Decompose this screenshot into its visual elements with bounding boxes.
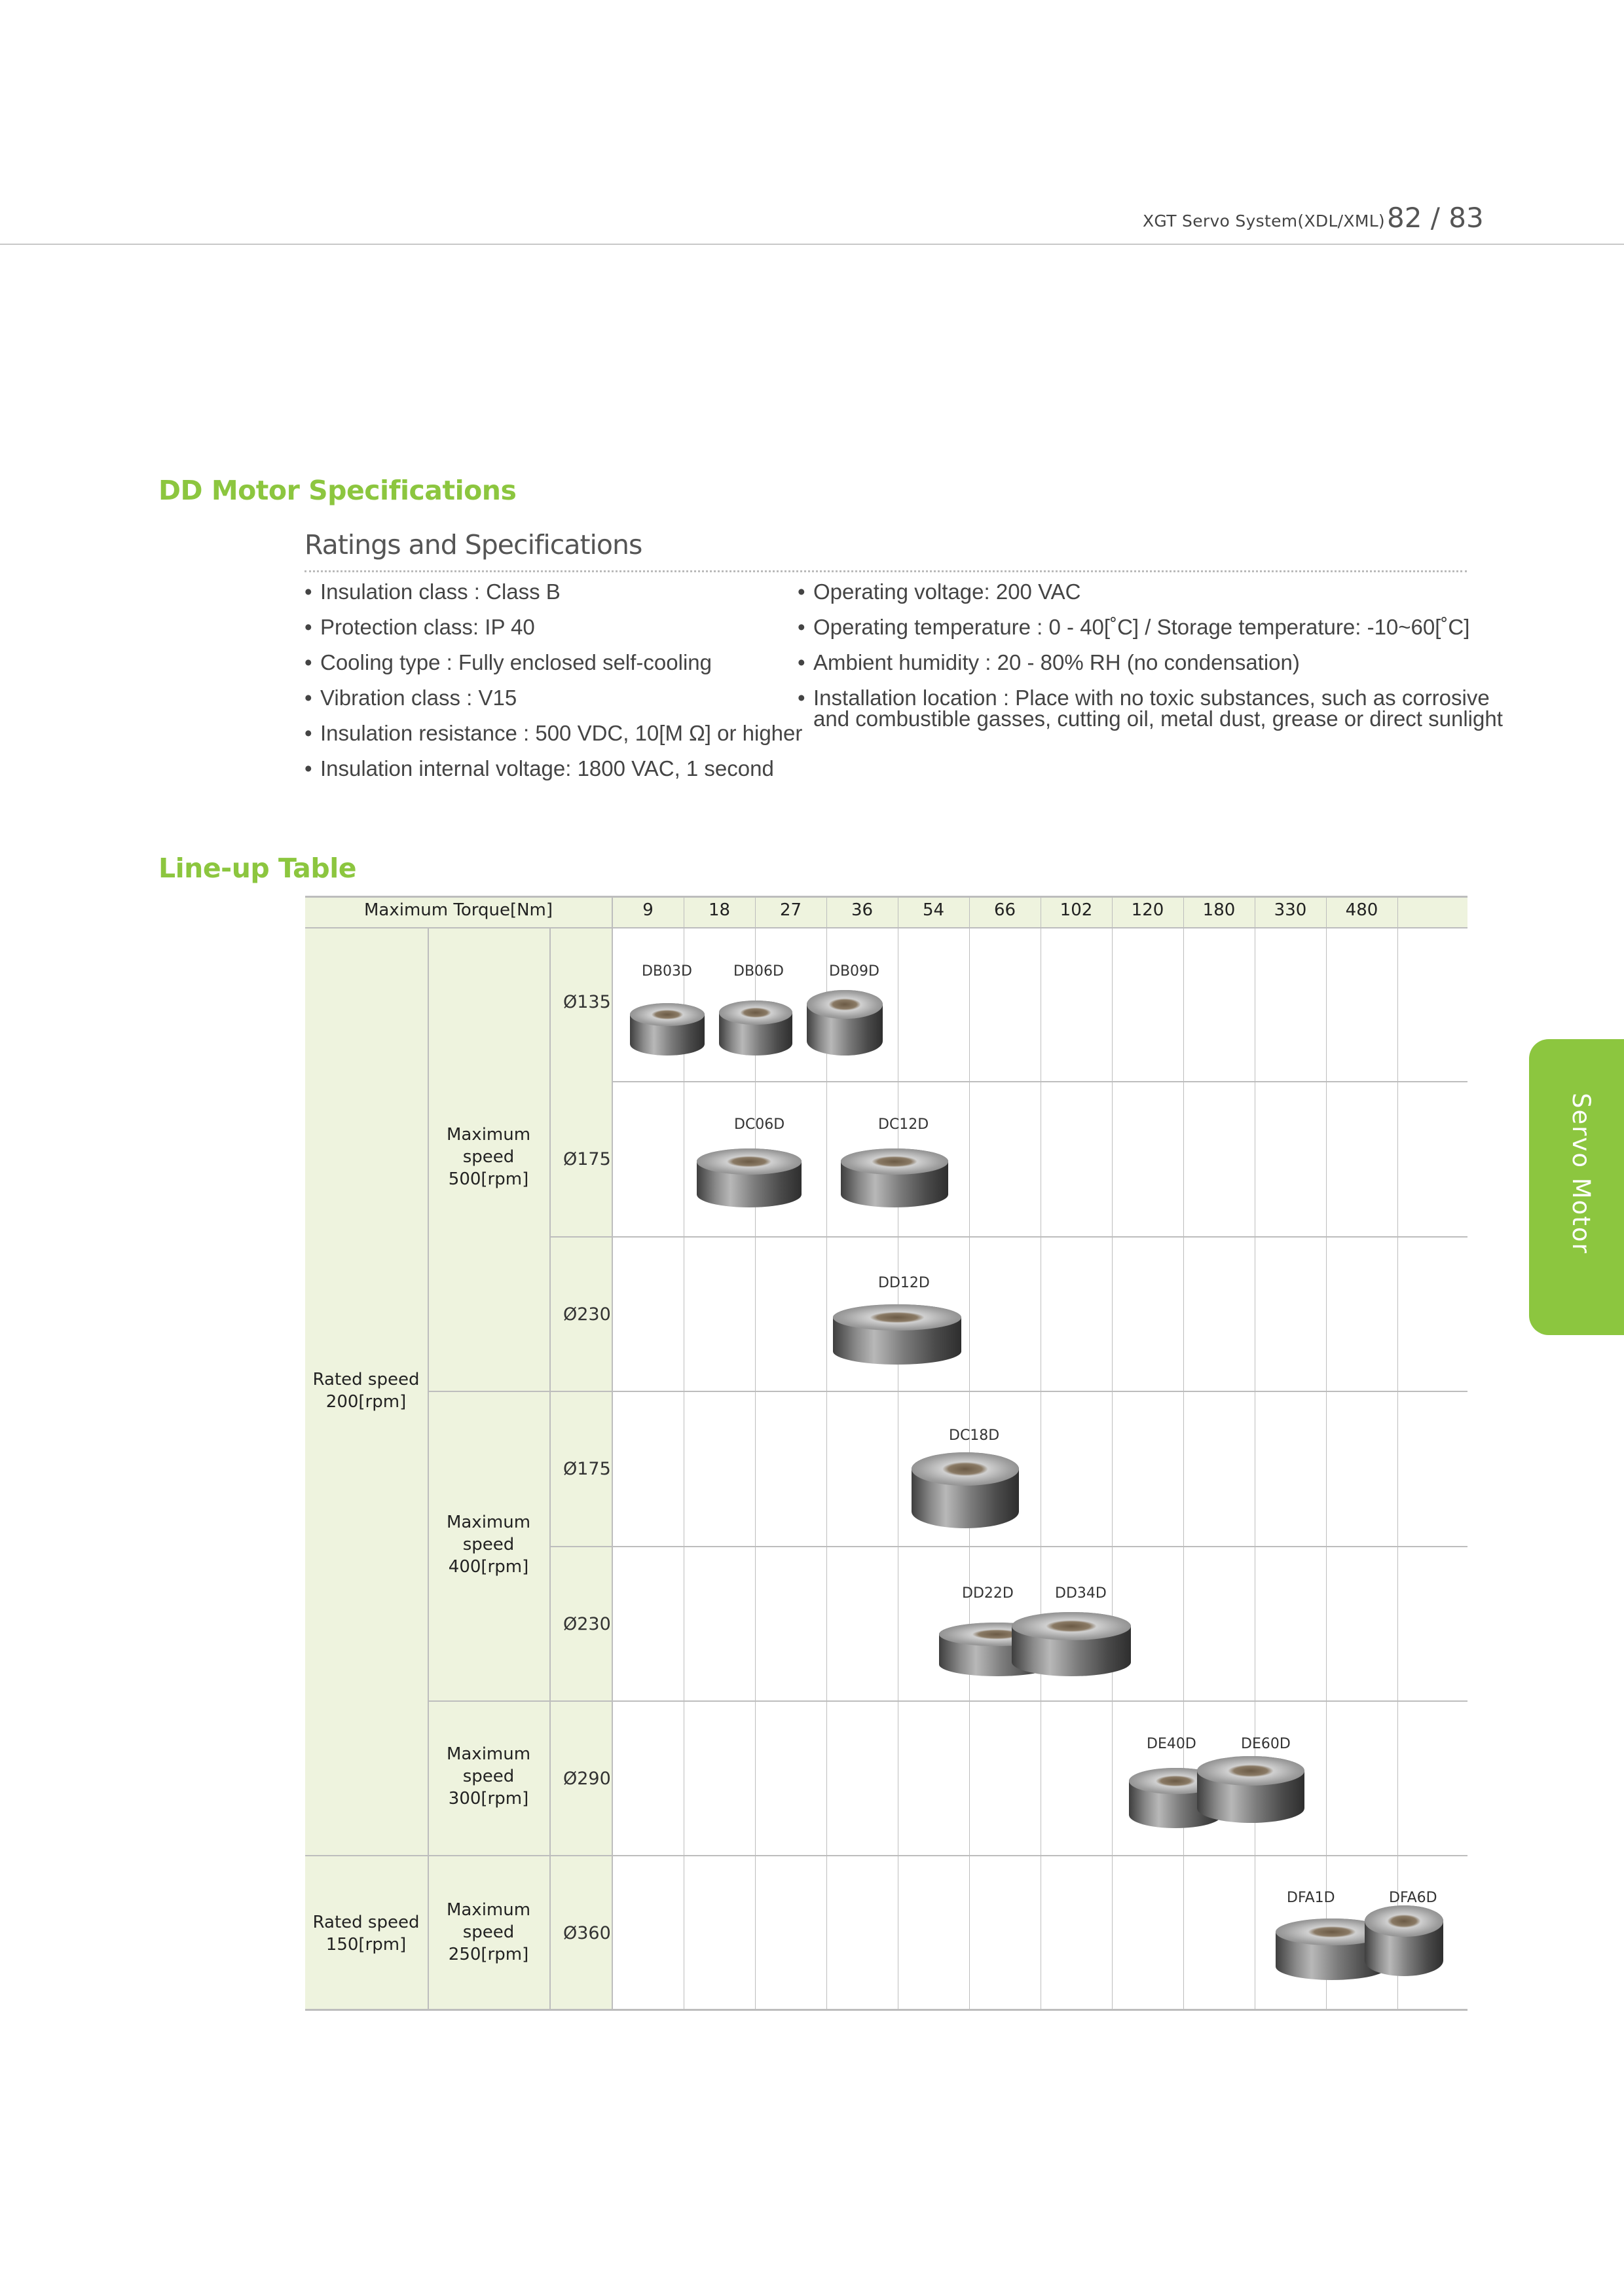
row-divider <box>612 1081 1467 1082</box>
model-dc06d: DC06D <box>734 1116 785 1133</box>
diameter-230-b: Ø230 <box>563 1614 611 1634</box>
spec-install-line2: and combustible gasses, cutting oil, met… <box>813 707 1503 731</box>
column-divider <box>1112 896 1113 2009</box>
model-db06d: DB06D <box>733 963 784 980</box>
motor-image-dd12d <box>833 1304 961 1365</box>
torque-330: 330 <box>1274 900 1307 920</box>
row-divider <box>549 1546 1467 1547</box>
spec-item: Ambient humidity : 20 - 80% RH (no conde… <box>798 645 1503 680</box>
subsection-title-ratings: Ratings and Specifications <box>304 529 642 560</box>
page-numbers: 82 / 83 <box>1387 202 1484 234</box>
spec-item: Insulation class : Class B <box>304 574 802 610</box>
model-dc12d: DC12D <box>878 1116 929 1133</box>
max-torque-header: Maximum Torque[Nm] <box>363 900 553 920</box>
header-divider <box>0 244 1624 245</box>
spec-item: Operating temperature : 0 - 40[˚C] / Sto… <box>798 610 1503 645</box>
torque-9: 9 <box>642 900 654 920</box>
table-header-background <box>305 896 1467 927</box>
spec-item: Vibration class : V15 <box>304 680 802 716</box>
side-tab-servo-motor[interactable]: Servo Motor <box>1529 1039 1624 1335</box>
torque-27: 27 <box>779 900 802 920</box>
diameter-360: Ø360 <box>563 1923 611 1943</box>
torque-180: 180 <box>1202 900 1236 920</box>
column-divider <box>1397 896 1398 2009</box>
diameter-175-b: Ø175 <box>563 1459 611 1479</box>
diameter-290: Ø290 <box>563 1769 611 1789</box>
spec-install-line1: Installation location : Place with no to… <box>813 686 1490 710</box>
spec-item: Operating voltage: 200 VAC <box>798 574 1503 610</box>
table-top-border <box>305 896 1467 898</box>
model-dfa1d: DFA1D <box>1287 1890 1335 1906</box>
column-divider <box>755 896 756 2009</box>
row-divider <box>428 1700 1467 1702</box>
model-de40d: DE40D <box>1147 1736 1196 1752</box>
model-de60d: DE60D <box>1241 1736 1291 1752</box>
torque-18: 18 <box>708 900 731 920</box>
spec-item: Protection class: IP 40 <box>304 610 802 645</box>
row-divider <box>549 1236 1467 1238</box>
torque-36: 36 <box>851 900 874 920</box>
model-dfa6d: DFA6D <box>1389 1890 1437 1906</box>
column-divider <box>428 927 429 2009</box>
column-divider <box>1326 896 1327 2009</box>
model-db09d: DB09D <box>829 963 879 980</box>
motor-image-db09d <box>807 990 883 1056</box>
model-dc18d: DC18D <box>949 1427 1000 1444</box>
spec-item: Insulation resistance : 500 VDC, 10[M Ω]… <box>304 716 802 751</box>
side-tab-label: Servo Motor <box>1567 1093 1595 1255</box>
dotted-divider <box>304 570 1467 572</box>
torque-66: 66 <box>993 900 1016 920</box>
column-divider <box>612 896 613 2009</box>
column-divider <box>1183 896 1184 2009</box>
torque-120: 120 <box>1131 900 1164 920</box>
spec-item-installation: Installation location : Place with no to… <box>798 680 1503 729</box>
motor-image-dc18d <box>912 1452 1019 1528</box>
document-title: XGT Servo System(XDL/XML) <box>1143 211 1385 230</box>
torque-54: 54 <box>922 900 945 920</box>
model-dd12d: DD12D <box>878 1275 930 1291</box>
column-divider <box>826 896 827 2009</box>
diameter-230: Ø230 <box>563 1304 611 1325</box>
spec-list-left: Insulation class : Class B Protection cl… <box>304 574 802 786</box>
model-dd34d: DD34D <box>1055 1585 1107 1602</box>
motor-image-de60d <box>1197 1756 1304 1823</box>
row-divider <box>305 1855 1467 1856</box>
model-dd22d: DD22D <box>962 1585 1014 1602</box>
table-label-columns-background <box>305 927 612 2009</box>
section-title-line-up-table: Line-up Table <box>158 853 357 884</box>
row-divider <box>428 1391 1467 1392</box>
table-bottom-border <box>305 2009 1467 2011</box>
section-title-dd-motor-specifications: DD Motor Specifications <box>158 475 517 506</box>
table-header-border <box>305 927 1467 928</box>
motor-image-dc06d <box>697 1148 802 1207</box>
diameter-135: Ø135 <box>563 992 611 1012</box>
motor-image-db06d <box>719 1001 792 1056</box>
motor-image-db03d <box>630 1003 705 1056</box>
torque-480: 480 <box>1345 900 1378 920</box>
model-db03d: DB03D <box>642 963 692 980</box>
diameter-175: Ø175 <box>563 1149 611 1169</box>
column-divider <box>549 927 551 2009</box>
torque-102: 102 <box>1060 900 1093 920</box>
motor-image-dc12d <box>841 1148 948 1207</box>
spec-item: Insulation internal voltage: 1800 VAC, 1… <box>304 751 802 786</box>
spec-item: Cooling type : Fully enclosed self-cooli… <box>304 645 802 680</box>
motor-image-dd34d <box>1012 1612 1131 1676</box>
spec-list-right: Operating voltage: 200 VAC Operating tem… <box>798 574 1503 729</box>
motor-image-dfa6d <box>1365 1905 1443 1976</box>
